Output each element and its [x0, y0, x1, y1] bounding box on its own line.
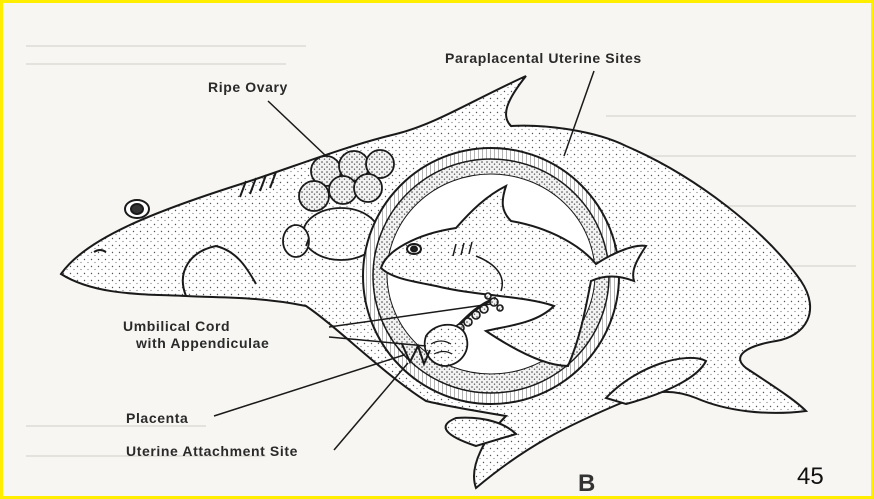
placenta — [425, 325, 468, 366]
label-uterine-attachment-site: Uterine Attachment Site — [126, 443, 298, 459]
panel-letter: B — [578, 470, 596, 498]
label-umbilical-cord-line2: with Appendiculae — [136, 335, 269, 351]
label-placenta: Placenta — [126, 410, 188, 426]
label-paraplacental-uterine-sites: Paraplacental Uterine Sites — [445, 50, 642, 66]
label-umbilical-cord-line1: Umbilical Cord — [123, 318, 230, 334]
page-number: 45 — [797, 463, 824, 491]
label-ripe-ovary: Ripe Ovary — [208, 79, 288, 95]
